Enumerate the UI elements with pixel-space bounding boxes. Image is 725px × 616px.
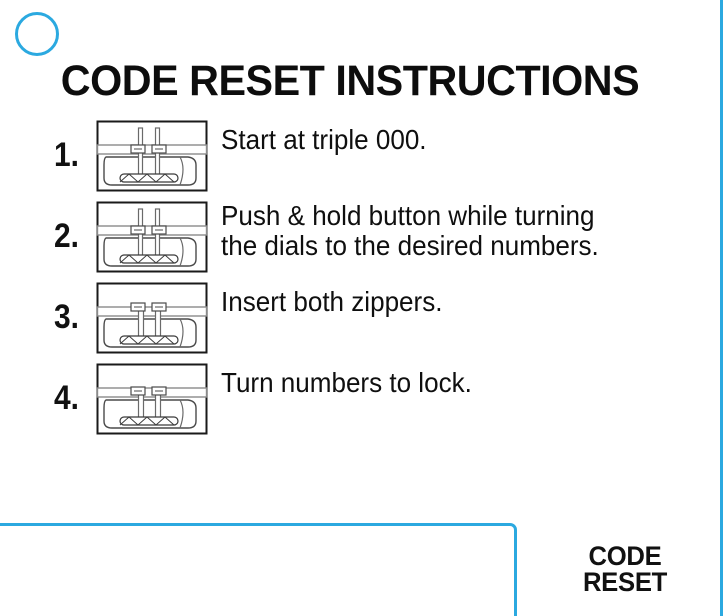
luggage-lock-diagram-icon: [96, 120, 208, 192]
page-title: CODE RESET INSTRUCTIONS: [60, 57, 640, 105]
step-text: Turn numbers to lock.: [221, 367, 472, 398]
list-item: 2. Push & hold button while tu: [0, 199, 700, 280]
step-number: 1.: [54, 136, 79, 174]
blue-vertical-rule: [720, 0, 723, 616]
step-number: 4.: [54, 379, 79, 417]
list-item: 4. Turn numbers to: [0, 361, 700, 442]
step-text: Insert both zippers.: [221, 286, 443, 317]
luggage-lock-diagram-icon: [96, 282, 208, 354]
step-number: 2.: [54, 217, 79, 255]
brand-logo-line1: CODE: [588, 541, 662, 571]
brand-logo-line2: RESET: [582, 567, 668, 597]
step-text: Start at triple 000.: [221, 124, 427, 155]
list-item: 1.: [0, 118, 700, 199]
step-text: Push & hold button while turning the dia…: [221, 200, 599, 261]
list-item: 3. Insert both zipp: [0, 280, 700, 361]
instruction-list: 1.: [0, 118, 700, 442]
luggage-lock-diagram-icon: [96, 363, 208, 435]
step-number: 3.: [54, 298, 79, 336]
brand-logo: CODE RESET: [563, 541, 687, 597]
luggage-lock-diagram-icon: [96, 201, 208, 273]
blue-outline-circle-icon: [15, 12, 59, 56]
blue-corner-frame: [0, 523, 517, 616]
